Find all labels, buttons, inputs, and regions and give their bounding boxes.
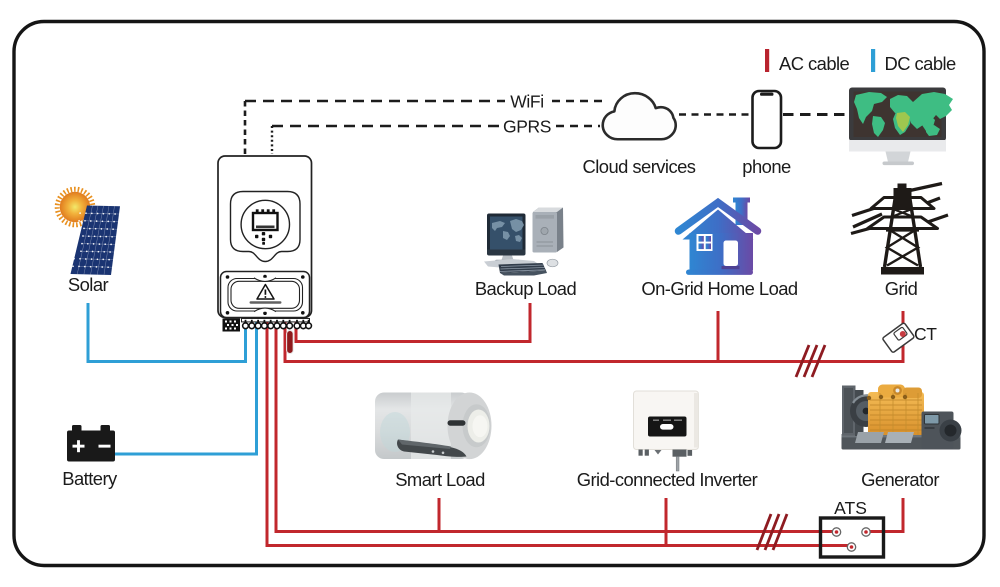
svg-text:phone: phone [742,156,791,177]
svg-text:Grid: Grid [885,278,918,299]
svg-text:Grid-connected Inverter: Grid-connected Inverter [577,469,758,490]
svg-text:GPRS: GPRS [503,117,551,137]
svg-text:AC cable: AC cable [779,53,850,74]
svg-text:On-Grid Home Load: On-Grid Home Load [641,278,798,299]
svg-text:WiFi: WiFi [510,92,543,112]
svg-text:Battery: Battery [62,468,118,489]
svg-text:Cloud services: Cloud services [583,156,696,177]
svg-text:ATS: ATS [834,498,867,518]
svg-text:Generator: Generator [861,469,939,490]
svg-text:Smart Load: Smart Load [395,469,485,490]
svg-text:CT: CT [914,324,937,344]
svg-text:DC cable: DC cable [885,53,957,74]
svg-text:Solar: Solar [68,274,109,295]
svg-text:Backup Load: Backup Load [475,278,577,299]
